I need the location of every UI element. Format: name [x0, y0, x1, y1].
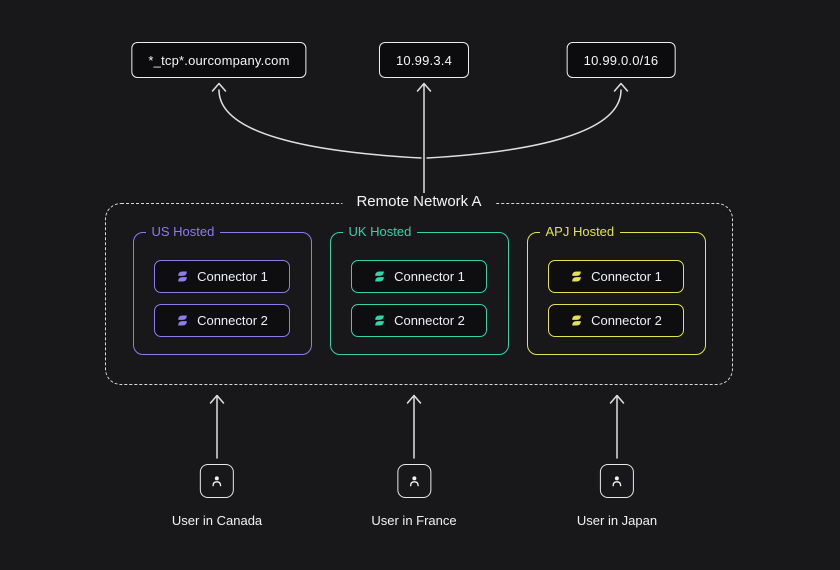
endpoint-label: 10.99.3.4	[395, 52, 453, 68]
group-label: APJ Hosted	[539, 224, 621, 239]
arrowhead-user-japan	[609, 394, 625, 404]
endpoint-box-ip: 10.99.3.4	[378, 42, 470, 78]
endpoint-box-domain: *_tcp*.ourcompany.com	[131, 42, 307, 78]
user-label: User in Japan	[576, 513, 658, 528]
user-icon	[600, 464, 634, 498]
arrowhead-center	[416, 82, 432, 92]
twingate-logo-icon	[570, 270, 583, 283]
twingate-logo-icon	[373, 270, 386, 283]
twingate-logo-icon	[570, 314, 583, 327]
connector-chip: Connector 1	[154, 260, 290, 293]
connector-chip: Connector 2	[351, 304, 487, 337]
twingate-logo-icon	[373, 314, 386, 327]
hosted-group-us: US Hosted Connector 1 Connector 2	[132, 224, 312, 355]
user-node-france: User in France	[371, 464, 457, 528]
hosted-groups-row: US Hosted Connector 1 Connector 2 UK Hos…	[106, 204, 732, 355]
connector-label: Connector 1	[394, 269, 465, 284]
group-label: US Hosted	[145, 224, 221, 239]
hosted-group-apj: APJ Hosted Connector 1 Connector 2	[526, 224, 706, 355]
arrowhead-user-canada	[209, 394, 225, 404]
user-node-japan: User in Japan	[577, 464, 657, 528]
network-title: Remote Network A	[342, 193, 496, 210]
endpoint-box-cidr: 10.99.0.0/16	[566, 42, 676, 78]
connector-chip: Connector 2	[548, 304, 684, 337]
arrowhead-user-france	[406, 394, 422, 404]
connector-label: Connector 2	[394, 313, 465, 328]
connector-chip: Connector 2	[154, 304, 290, 337]
endpoint-label: 10.99.0.0/16	[583, 52, 659, 68]
endpoint-label: *_tcp*.ourcompany.com	[148, 52, 290, 68]
user-node-canada: User in Canada	[172, 464, 262, 528]
connector-label: Connector 1	[197, 269, 268, 284]
user-label: User in France	[371, 513, 457, 528]
group-label: UK Hosted	[342, 224, 418, 239]
twingate-logo-icon	[176, 314, 189, 327]
connector-chip: Connector 1	[351, 260, 487, 293]
twingate-logo-icon	[176, 270, 189, 283]
connector-label: Connector 1	[591, 269, 662, 284]
remote-network-box: Remote Network A US Hosted Connector 1 C…	[105, 193, 733, 385]
connector-label: Connector 2	[591, 313, 662, 328]
connector-label: Connector 2	[197, 313, 268, 328]
connector-chip: Connector 1	[548, 260, 684, 293]
user-label: User in Canada	[171, 513, 263, 528]
user-icon	[397, 464, 431, 498]
arrowhead-left	[211, 82, 227, 92]
arrow-line-right	[426, 89, 622, 159]
arrowhead-right	[613, 82, 629, 92]
user-icon	[199, 464, 234, 498]
hosted-group-uk: UK Hosted Connector 1 Connector 2	[329, 224, 509, 355]
arrow-line-left	[218, 89, 422, 159]
